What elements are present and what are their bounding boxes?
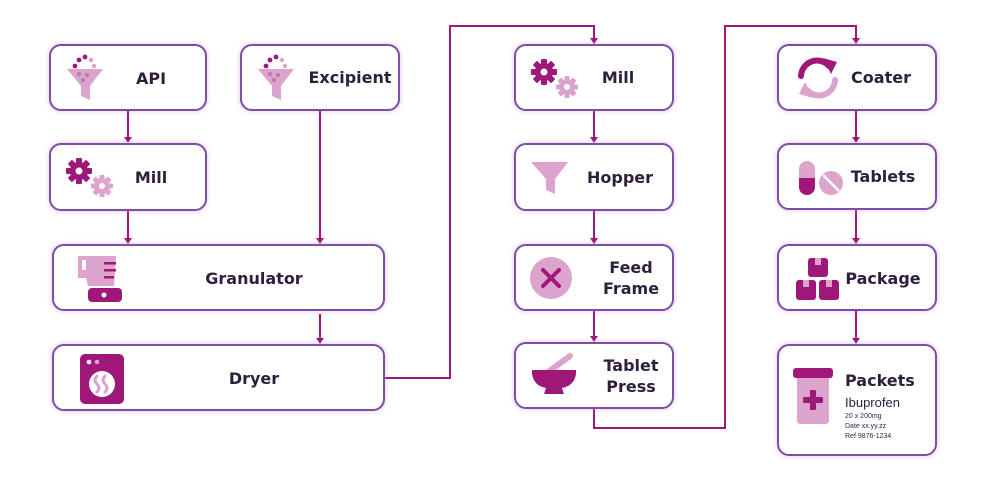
- node-dryer[interactable]: Dryer: [52, 344, 385, 411]
- arrowhead: [852, 338, 860, 344]
- arrowhead: [316, 338, 324, 344]
- arrowhead: [124, 238, 132, 244]
- node-label: Hopper: [586, 168, 654, 187]
- node-mill-1[interactable]: Mill: [49, 143, 207, 211]
- arrowhead: [316, 238, 324, 244]
- node-tablet-press[interactable]: Tablet Press: [514, 342, 674, 409]
- product-dose: 20 x 200mg: [845, 413, 882, 420]
- arrowhead: [590, 238, 598, 244]
- product-name: Ibuprofen: [845, 395, 900, 410]
- refresh-arrows-icon: [798, 57, 838, 99]
- node-coater[interactable]: Coater: [777, 44, 937, 111]
- pills-icon: [799, 161, 843, 195]
- node-label: Dryer: [228, 369, 280, 388]
- dryer-icon: [80, 354, 124, 404]
- gears-icon: [66, 158, 113, 197]
- arrowhead: [852, 137, 860, 143]
- node-label-line1: Tablet: [603, 356, 659, 375]
- arrowhead: [590, 336, 598, 342]
- node-label-line2: Press: [606, 377, 656, 396]
- blender-icon: [78, 256, 122, 302]
- mortar-pestle-icon: [532, 353, 576, 394]
- boxes-icon: [796, 258, 839, 300]
- node-feed-frame[interactable]: Feed Frame: [514, 244, 674, 311]
- arrowhead: [590, 137, 598, 143]
- funnel-powder-icon: [67, 54, 103, 100]
- product-date: Date xx.yy.zz: [845, 423, 887, 430]
- node-label: Mill: [134, 168, 168, 187]
- node-hopper[interactable]: Hopper: [514, 143, 674, 211]
- medicine-jar-icon: [793, 368, 833, 424]
- edge-press-coater: [593, 25, 857, 429]
- arrowhead: [852, 38, 860, 44]
- node-packets[interactable]: Packets Ibuprofen 20 x 200mg Date xx.yy.…: [777, 344, 937, 456]
- edge-dryer-mill2: [385, 25, 595, 379]
- node-label: Mill: [601, 68, 635, 87]
- node-granulator[interactable]: Granulator: [52, 244, 385, 311]
- arrowhead: [852, 238, 860, 244]
- node-label: Coater: [851, 68, 911, 87]
- node-label: Excipient: [308, 68, 392, 87]
- node-tablets[interactable]: Tablets: [777, 143, 937, 210]
- node-label: Packets: [845, 371, 915, 390]
- node-label: Granulator: [205, 269, 303, 288]
- funnel-icon: [531, 162, 568, 194]
- gears-icon: [531, 59, 578, 98]
- node-label-line2: Frame: [602, 279, 660, 298]
- x-circle-icon: [530, 257, 572, 299]
- funnel-powder-icon: [258, 54, 294, 100]
- node-label: API: [135, 69, 167, 88]
- product-ref: Ref 9876-1234: [845, 433, 892, 440]
- node-excipient[interactable]: Excipient: [240, 44, 400, 111]
- node-api[interactable]: API: [49, 44, 207, 111]
- node-label: Tablets: [850, 167, 916, 186]
- node-label: Package: [845, 269, 921, 288]
- node-package[interactable]: Package: [777, 244, 937, 311]
- arrowhead: [590, 38, 598, 44]
- node-label-line1: Feed: [609, 258, 653, 277]
- node-mill-2[interactable]: Mill: [514, 44, 674, 111]
- arrowhead: [124, 137, 132, 143]
